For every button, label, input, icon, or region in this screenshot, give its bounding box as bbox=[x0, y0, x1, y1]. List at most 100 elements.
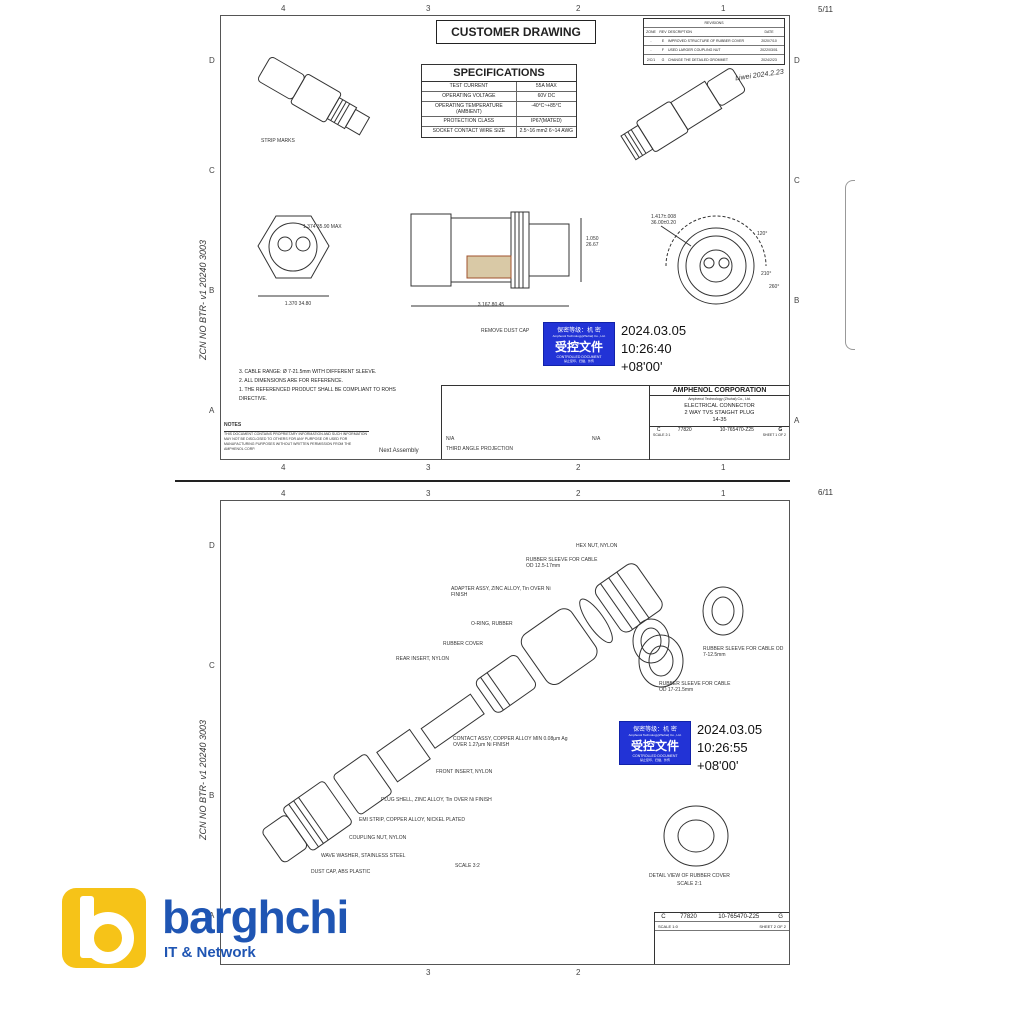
zone-label: 4 bbox=[281, 489, 286, 498]
rev-date: 2022/03/01 bbox=[760, 48, 778, 52]
drawing-sheet-1: 4 3 2 1 D C B A 4 3 2 1 D C B A bbox=[209, 4, 800, 472]
projection-label: THIRD ANGLE PROJECTION bbox=[446, 446, 513, 452]
timestamp-offset: +08'00' bbox=[621, 359, 663, 374]
zone-label: D bbox=[209, 541, 215, 550]
rev-head-date: DATE bbox=[764, 30, 774, 34]
part-label: RUBBER SLEEVE FOR CABLE OD 7-12.5mm bbox=[703, 646, 784, 658]
cage-value: 77820 bbox=[677, 427, 692, 433]
zone-label: 2 bbox=[576, 968, 581, 977]
spec-row: OPERATING TEMPERATURE (AMBIENT)-40°C~+85… bbox=[422, 102, 576, 117]
zone-label: 4 bbox=[281, 4, 286, 13]
dimension-label: 3.167 80.45 bbox=[477, 302, 505, 308]
zone-label: 2 bbox=[576, 489, 581, 498]
angle-label: 260° bbox=[769, 284, 780, 290]
zone-label: 3 bbox=[426, 463, 431, 472]
part-label: RUBBER SLEEVE FOR CABLE OD 12.5-17mm bbox=[526, 557, 598, 569]
remove-dust-cap-label: REMOVE DUST CAP bbox=[481, 328, 530, 334]
controlled-document-stamp: 保密等级：机 密 Amphenol Technology(Zhuhai) Co.… bbox=[543, 322, 615, 366]
controlled-document-stamp: 保密等级：机 密 Amphenol Technology(Zhuhai) Co.… bbox=[619, 721, 691, 765]
detail-scale-label: SCALE 2:1 bbox=[677, 881, 702, 887]
rev-zone: - bbox=[650, 39, 652, 43]
spec-key: PROTECTION CLASS bbox=[422, 117, 517, 126]
zone-label: 2 bbox=[576, 4, 581, 13]
scale-row: SCALE 1:0 SHEET 2 OF 2 bbox=[655, 922, 789, 931]
finish-value: N/A bbox=[592, 436, 601, 442]
stamp-line: 禁止复印、扫描、外传 bbox=[563, 359, 594, 363]
zone-label: C bbox=[209, 661, 215, 670]
rev-desc: IMPROVED STRUCTURE OF RUBBER COVER bbox=[668, 39, 745, 43]
dimension-label: 1.374 35.90 MAX bbox=[303, 224, 342, 230]
stamp-line: 保密等级：机 密 bbox=[557, 328, 601, 334]
material-value: N/A bbox=[446, 436, 455, 442]
signature-timestamp: 2024.03.05 10:26:55 +08'00' bbox=[697, 721, 762, 775]
part-label: PLUG SHELL, ZINC ALLOY, Tin OVER Ni FINI… bbox=[381, 797, 492, 803]
title-block: N/A N/A THIRD ANGLE PROJECTION AMPHENOL … bbox=[441, 385, 789, 460]
spec-row: OPERATING VOLTAGE 60V DC bbox=[422, 92, 576, 102]
part-label: RUBBER COVER bbox=[443, 641, 484, 647]
spec-key: SOCKET CONTACT WIRE SIZE bbox=[422, 127, 517, 137]
timestamp-date: 2024.03.05 bbox=[621, 323, 687, 338]
next-assembly-label: Next Assembly bbox=[379, 448, 419, 454]
zone-label: 2 bbox=[576, 463, 581, 472]
zone-label: 3 bbox=[426, 4, 431, 13]
doc-id-row: C 77820 10-765470-Z25 G bbox=[650, 426, 789, 433]
zone-label: D bbox=[209, 56, 215, 65]
part-label: EMI STRIP, COPPER ALLOY, NICKEL PLATED bbox=[359, 817, 465, 823]
rev-letter: G bbox=[661, 57, 665, 62]
zone-label: C bbox=[209, 166, 215, 175]
stamp-line: 保密等级：机 密 bbox=[633, 727, 677, 733]
rev-desc: CHANGE THE DETAILED GROMMET bbox=[668, 57, 728, 62]
zone-label: B bbox=[209, 791, 215, 800]
angle-label: 210° bbox=[761, 271, 772, 277]
part-label: RUBBER SLEEVE FOR CABLE OD 17-21.5mm bbox=[659, 681, 731, 693]
spec-value: 55A MAX bbox=[535, 83, 557, 89]
revision-row: - F USED LARGER COUPLING NUT 2022/03/01 bbox=[644, 46, 784, 55]
doc-number: 10-765470-Z25 bbox=[718, 914, 760, 920]
rev-zone: 2/C/1 bbox=[646, 57, 656, 62]
note-line: 1. THE REFERENCED PRODUCT SHALL BE COMPL… bbox=[239, 387, 396, 402]
exploded-view-drawing bbox=[262, 563, 744, 867]
spec-value: 60V DC bbox=[537, 93, 556, 99]
rev-letter: F bbox=[661, 48, 665, 52]
spec-key: OPERATING VOLTAGE bbox=[422, 92, 517, 101]
scale-label: SCALE 3:2 bbox=[455, 863, 480, 869]
zone-label: A bbox=[794, 416, 800, 425]
proprietary-notice: THIS DOCUMENT CONTAINS PROPRIETARY INFOR… bbox=[224, 431, 369, 451]
zone-label: A bbox=[209, 911, 215, 920]
part-label: FRONT INSERT, NYLON bbox=[436, 769, 493, 775]
company-address: Amphenol Technology (Zhuhai) Co., Ltd. bbox=[688, 397, 751, 401]
note-line: 3. CABLE RANGE: Ø 7-21.5mm WITH DIFFEREN… bbox=[239, 369, 377, 375]
dimension-label: 1.370 34.80 bbox=[284, 301, 312, 307]
notes-title: NOTES bbox=[224, 422, 242, 428]
stamp-line: CONTROLLED DOCUMENT bbox=[556, 355, 602, 359]
stamp-line: Amphenol Technology(Zhuhai) Co., Ltd. bbox=[628, 733, 682, 737]
page-counter: 5/11 bbox=[818, 5, 833, 14]
spec-key: OPERATING TEMPERATURE (AMBIENT) bbox=[422, 102, 517, 116]
rev-head-rev: REV bbox=[659, 30, 667, 34]
spec-value: IP67(MATED) bbox=[530, 118, 562, 124]
handwritten-side-note: ZCN NO BTR- v1 20240 3003 bbox=[198, 239, 208, 360]
part-label: ADAPTER ASSY, ZINC ALLOY, Tin OVER Ni FI… bbox=[451, 586, 551, 598]
part-label: REAR INSERT, NYLON bbox=[396, 656, 449, 662]
company-block: AMPHENOL CORPORATION Amphenol Technology… bbox=[649, 386, 789, 460]
connector-line-drawings bbox=[257, 56, 767, 307]
part-label: HEX NUT, NYLON bbox=[576, 543, 618, 549]
drawing-sheet-2: 4 3 2 1 D C B A 3 2 bbox=[209, 489, 790, 977]
timestamp-time: 10:26:40 bbox=[621, 341, 672, 356]
zone-label: 4 bbox=[281, 463, 286, 472]
rev-date: 2024/2/23 bbox=[761, 57, 777, 62]
stamp-line: CONTROLLED DOCUMENT bbox=[632, 754, 678, 758]
barghchi-logo: barghchi IT & Network bbox=[62, 888, 412, 968]
rev-date: 2020/7/10 bbox=[761, 39, 777, 43]
zone-label: D bbox=[794, 56, 800, 65]
size-value: C bbox=[656, 427, 661, 433]
revision-row: - E IMPROVED STRUCTURE OF RUBBER COVER 2… bbox=[644, 37, 784, 46]
zone-label: A bbox=[209, 406, 215, 415]
part-label: DUST CAP, ABS PLASTIC bbox=[311, 869, 371, 875]
rev-head-desc: DESCRIPTION bbox=[668, 30, 692, 34]
rev-letter: E bbox=[661, 39, 665, 43]
timestamp-time: 10:26:55 bbox=[697, 740, 748, 755]
rev-desc: USED LARGER COUPLING NUT bbox=[668, 48, 721, 52]
